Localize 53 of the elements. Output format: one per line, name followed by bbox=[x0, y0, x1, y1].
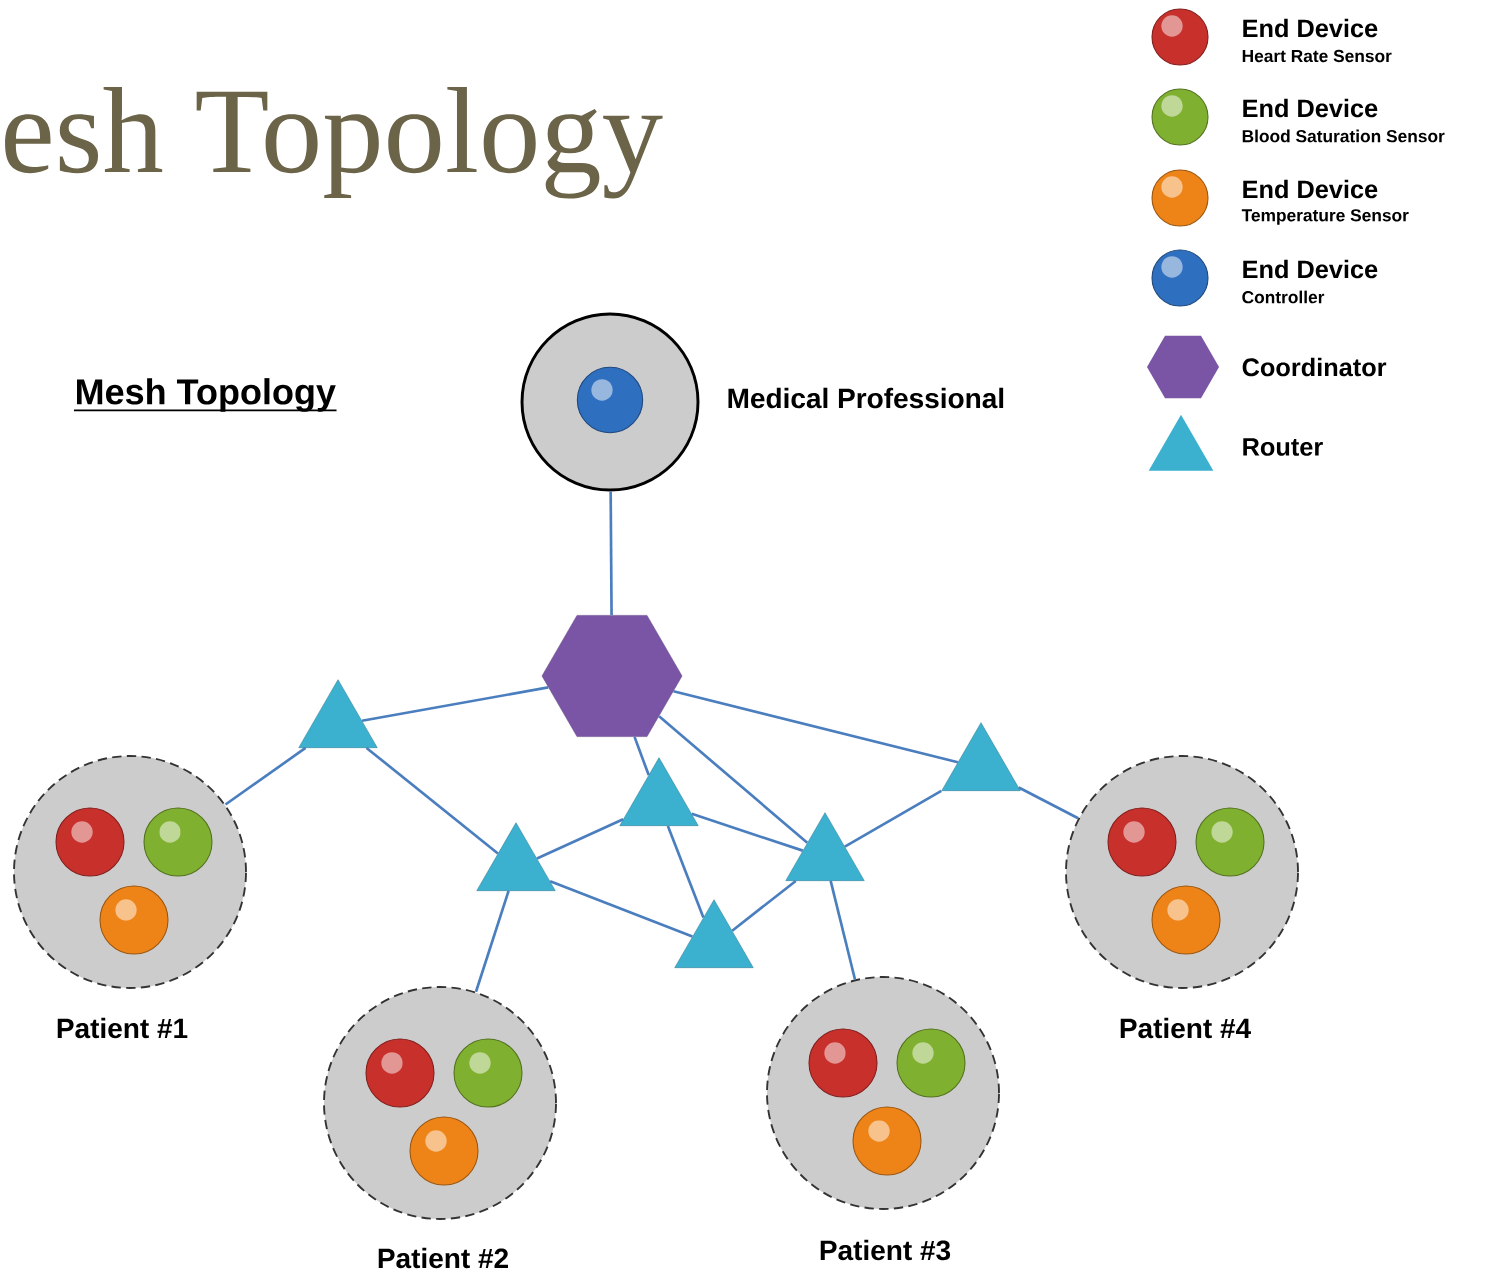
legend-label: Router bbox=[1243, 438, 1323, 456]
router-triangle bbox=[619, 757, 699, 826]
device-ball bbox=[896, 1028, 966, 1098]
device-ball bbox=[1195, 807, 1265, 877]
device-ball bbox=[576, 366, 644, 434]
node-caption: Patient #4 bbox=[1120, 1017, 1251, 1039]
legend-label: End Device bbox=[1243, 98, 1378, 118]
device-ball bbox=[409, 1116, 479, 1186]
connector-line bbox=[633, 736, 650, 776]
coordinator-hexagon bbox=[541, 615, 683, 737]
node-caption: Patient #3 bbox=[820, 1239, 951, 1261]
router-triangle bbox=[674, 899, 754, 968]
connector-line bbox=[365, 746, 499, 855]
device-ball bbox=[143, 807, 213, 877]
connector-line bbox=[829, 880, 857, 980]
connector-line bbox=[609, 491, 613, 616]
legend-subtext: Blood Saturation Sensor bbox=[1242, 129, 1445, 143]
connector-line bbox=[731, 879, 797, 932]
title: esh Topology bbox=[5, 86, 663, 199]
router-triangle bbox=[476, 822, 556, 891]
connector-line bbox=[666, 825, 705, 919]
node-caption: Medical Professional bbox=[728, 387, 1004, 409]
router-triangle bbox=[785, 812, 865, 881]
connector-line bbox=[536, 818, 624, 860]
legend-label: Coordinator bbox=[1242, 357, 1387, 377]
legend-label: End Device bbox=[1243, 18, 1378, 38]
device-ball bbox=[55, 807, 125, 877]
connector-line bbox=[1018, 786, 1079, 820]
connector-line bbox=[691, 812, 804, 852]
device-ball bbox=[1151, 885, 1221, 955]
connector-line bbox=[549, 880, 693, 938]
heading: Mesh Topology bbox=[73, 378, 338, 412]
connector-line bbox=[844, 789, 942, 848]
legend-subtext: Temperature Sensor bbox=[1241, 209, 1409, 225]
connector-line bbox=[224, 746, 307, 806]
router-triangle bbox=[941, 722, 1021, 791]
legend-subtext: Controller bbox=[1242, 290, 1325, 304]
device-ball bbox=[365, 1038, 435, 1108]
legend-label: End Device bbox=[1243, 179, 1378, 199]
device-ball bbox=[808, 1028, 878, 1098]
connector-line bbox=[361, 686, 549, 723]
router-triangle bbox=[298, 679, 378, 748]
device-ball bbox=[1107, 807, 1177, 877]
legend-subtext: Heart Rate Sensor bbox=[1242, 49, 1392, 63]
node-caption: Patient #2 bbox=[378, 1247, 508, 1269]
device-ball bbox=[453, 1038, 523, 1108]
legend-label: End Device bbox=[1243, 259, 1378, 279]
connector-line bbox=[658, 715, 809, 844]
connector-line bbox=[474, 890, 510, 993]
device-ball bbox=[99, 885, 169, 955]
connector-line bbox=[673, 690, 959, 764]
device-ball bbox=[852, 1106, 922, 1176]
node-caption: Patient #1 bbox=[57, 1017, 188, 1039]
